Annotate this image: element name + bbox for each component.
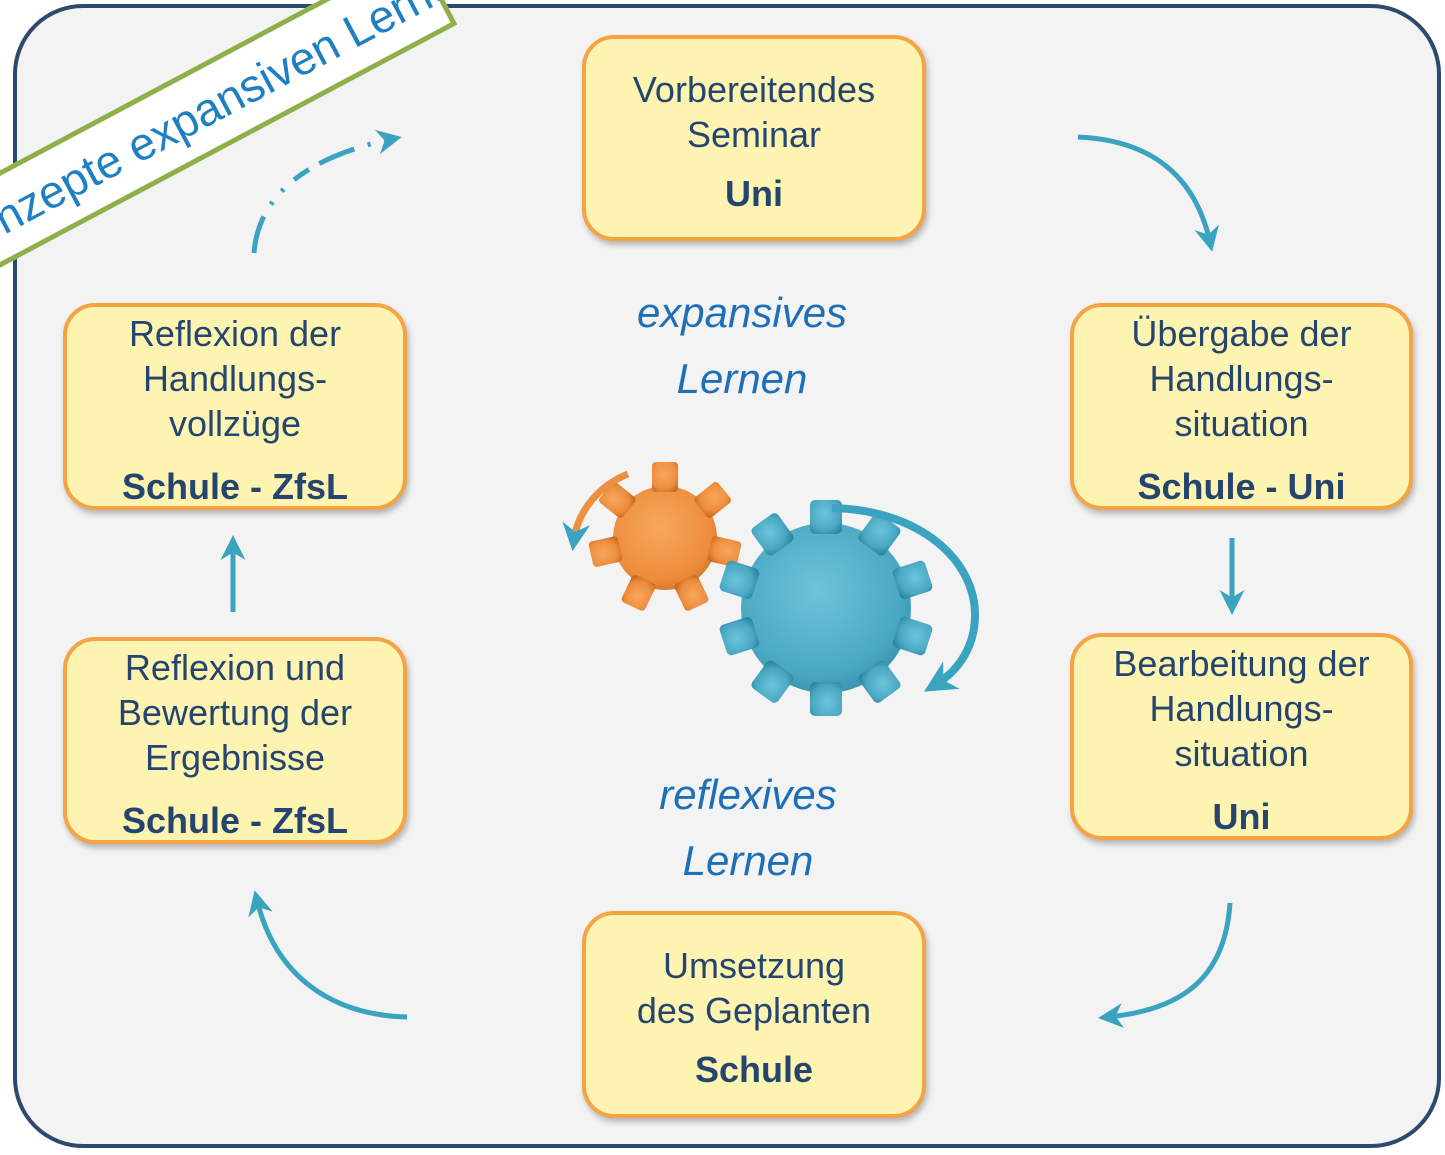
stage-location: Schule xyxy=(694,1049,814,1090)
stage-location: Uni xyxy=(725,173,783,214)
stage-location: Schule - Uni xyxy=(1137,466,1346,507)
stage-location: Schule - ZfsL xyxy=(121,800,349,841)
stage-text: Bearbeitung der Handlungs- situation xyxy=(1113,643,1370,774)
orange-gear-icon xyxy=(588,462,742,611)
stage-text: Reflexion und Bewertung der Ergebnisse xyxy=(117,647,353,778)
reflexive-learning-label: reflexives Lernen xyxy=(659,771,837,884)
stage-text: Reflexion der Handlungs- vollzüge xyxy=(128,313,342,444)
orange-rotation-arrow xyxy=(562,470,630,552)
stage-box-bottom: Umsetzung des Geplanten Schule xyxy=(582,911,926,1118)
stage-box-right-upper: Übergabe der Handlungs- situation Schule… xyxy=(1070,303,1413,510)
blue-gear-icon xyxy=(719,500,933,716)
blue-rotation-arrow xyxy=(831,504,980,692)
arrow-top-to-right xyxy=(1077,134,1219,252)
arrow-right-to-bottom xyxy=(1098,902,1233,1028)
stage-box-left-upper: Reflexion der Handlungs- vollzüge Schule… xyxy=(63,303,407,510)
stage-box-left-lower: Reflexion und Bewertung der Ergebnisse S… xyxy=(63,637,407,844)
stage-box-right-lower: Bearbeitung der Handlungs- situation Uni xyxy=(1070,633,1413,840)
stage-text: Übergabe der Handlungs- situation xyxy=(1131,313,1352,444)
arrow-bottom-to-left xyxy=(248,890,408,1020)
stage-location: Schule - ZfsL xyxy=(121,466,349,507)
arrow-left-to-top-dashed xyxy=(251,129,402,254)
stage-text: Umsetzung des Geplanten xyxy=(636,945,872,1031)
stage-box-top: Vorbereitendes Seminar Uni xyxy=(582,35,926,241)
expansive-learning-label: expansives Lernen xyxy=(636,289,848,402)
stage-location: Uni xyxy=(1212,796,1271,837)
stage-text: Vorbereitendes Seminar xyxy=(632,69,876,155)
